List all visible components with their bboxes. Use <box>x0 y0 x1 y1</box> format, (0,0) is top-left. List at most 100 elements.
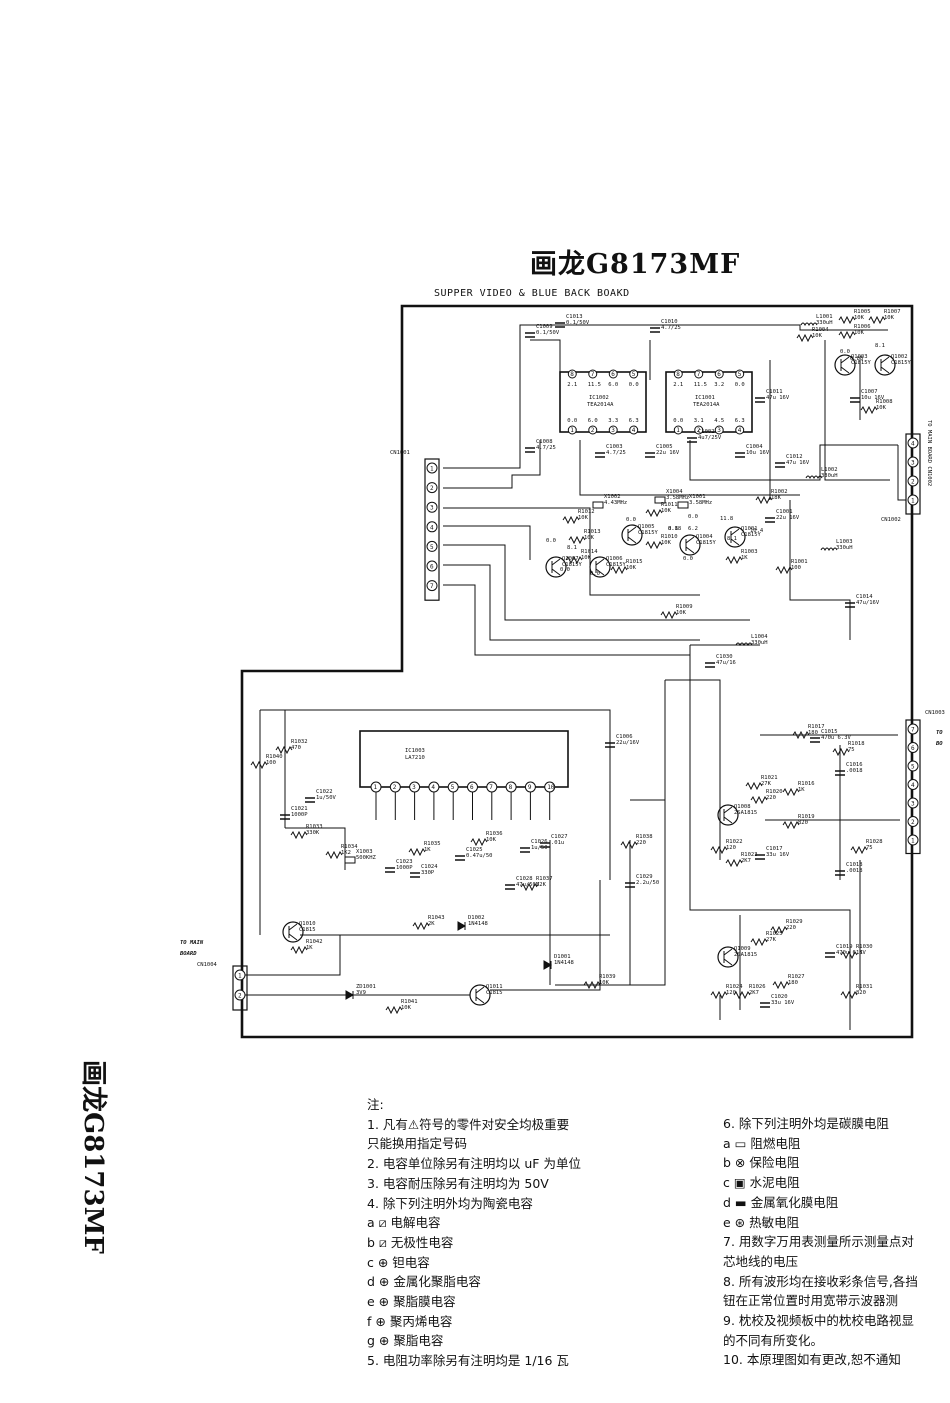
connector-pin <box>907 456 919 468</box>
connector-pin <box>907 816 919 827</box>
voltage-reading: 0.0 <box>688 514 698 520</box>
pin-number: 1 <box>570 427 574 434</box>
pin-number: 5 <box>738 371 742 378</box>
component-value: 4.43MHz <box>604 500 627 506</box>
resistor-symbol <box>290 945 308 955</box>
resistor-symbol <box>645 508 663 518</box>
note-line: d ⊕ 金属化聚脂电容 <box>367 1274 481 1290</box>
pin-number: 1 <box>238 973 242 980</box>
component-symbols: Q1001C1815YQ1002C1815YQ1003C1815YQ1004C1… <box>250 309 912 1015</box>
transistor-symbol <box>282 921 304 943</box>
component-ref: C1011 <box>766 389 783 395</box>
component-ref: R1040 <box>266 754 283 760</box>
ic-pin <box>714 425 724 435</box>
ic-pin <box>629 425 639 435</box>
c1016: C1016.0018 <box>835 762 863 776</box>
component-value: 330P <box>421 870 435 876</box>
component-ref: Q1009 <box>734 946 751 952</box>
note-line: e ⊕ 聚脂膜电容 <box>367 1294 456 1310</box>
pin-number: 8 <box>509 784 513 791</box>
component-value: 330uH <box>816 320 833 326</box>
diode-symbol <box>345 990 355 1000</box>
resistor-symbol <box>850 845 868 855</box>
component-ref: Q1006 <box>606 556 623 562</box>
component-value: 1000P <box>396 865 413 871</box>
component-ref: C1020 <box>771 994 788 1000</box>
component-value: C1815Y <box>696 540 717 546</box>
pin-number: 2 <box>697 427 701 434</box>
capacitor-symbol <box>385 867 395 873</box>
component-value: 3.58MHz <box>689 500 712 506</box>
resistor-symbol <box>838 315 856 325</box>
pin-number: 2 <box>911 819 915 826</box>
pin-number: 5 <box>451 784 455 791</box>
pin-number: 1 <box>374 784 378 791</box>
resistor-symbol <box>583 980 601 990</box>
component-ref: R1006 <box>854 324 871 330</box>
capacitor-symbol <box>835 770 845 776</box>
component-ref: C1010 <box>661 319 678 325</box>
resistor-symbol <box>840 990 858 1000</box>
component-value: 3.58MHz <box>666 495 689 501</box>
capacitor-symbol <box>520 847 530 853</box>
component-ref: R1024 <box>726 984 743 990</box>
ic1003-part: LA7210 <box>405 755 425 761</box>
resistor-symbol <box>868 315 886 325</box>
component-ref: R1022 <box>726 839 743 845</box>
component-ref: Q1007 <box>562 556 579 562</box>
capacitor-symbol <box>625 882 635 888</box>
connector-pin <box>907 760 919 772</box>
pin-number: 8 <box>676 371 680 378</box>
page-title: 画龙G8173MF <box>530 249 741 280</box>
resistor-symbol <box>772 980 790 990</box>
component-ref: C1025 <box>466 847 483 853</box>
component-value: 10K <box>812 333 823 339</box>
pin-number: 4 <box>430 524 434 531</box>
component-value: 75 <box>848 747 855 753</box>
resistor-symbol <box>275 745 293 755</box>
capacitor-symbol <box>455 855 465 861</box>
component-value: 10K <box>854 330 865 336</box>
capacitor-symbol <box>835 870 845 876</box>
component-value: 220 <box>636 840 646 846</box>
pin-voltage: 3.2 <box>714 382 724 388</box>
component-value: 220 <box>766 795 776 801</box>
component-ref: R1042 <box>306 939 323 945</box>
component-value: 470u 6.3V <box>821 735 851 741</box>
component-value: 47u/50V <box>516 882 540 888</box>
pin-voltage: 3.1 <box>694 418 704 424</box>
pin-number: 7 <box>430 583 434 590</box>
component-value: 100 <box>266 760 276 766</box>
capacitor-symbol <box>825 952 835 958</box>
component-ref: C1021 <box>291 806 308 812</box>
resistor-symbol <box>750 795 768 805</box>
note-line: 注: <box>367 1097 384 1112</box>
component-value: 47u 16V <box>766 395 790 401</box>
ic-pin <box>694 425 704 435</box>
capacitor-symbol <box>540 842 550 848</box>
component-ref: R1008 <box>876 399 893 405</box>
component-ref: C1030 <box>716 654 733 660</box>
